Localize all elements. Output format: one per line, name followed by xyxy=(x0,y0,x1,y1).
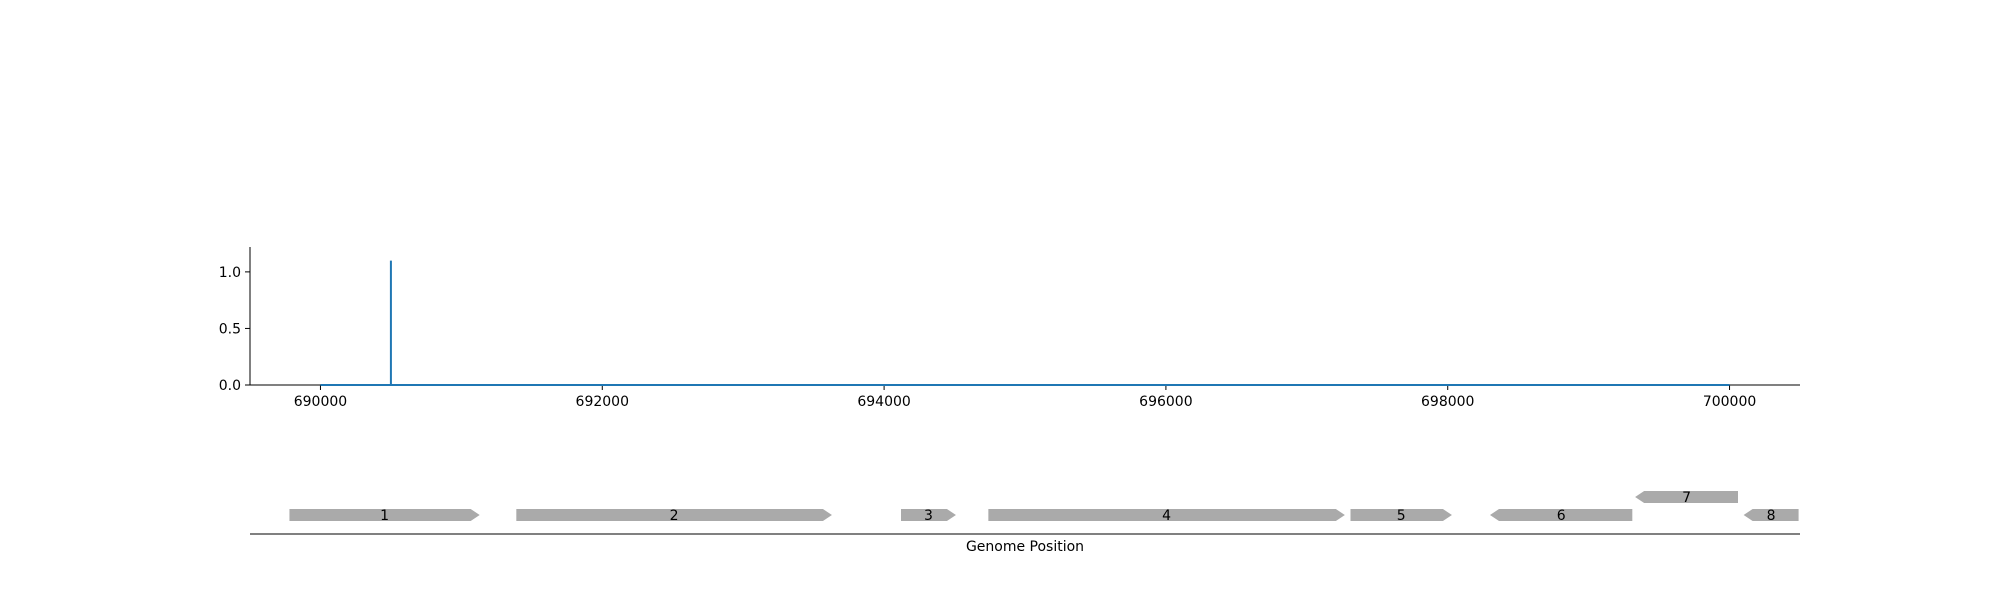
coverage-plot: 0.0 0.5 1.0 690000 692000 694000 696000 698000… xyxy=(219,247,1800,410)
gene-arrow xyxy=(1490,509,1633,521)
x-tick-label: 692000 xyxy=(576,394,629,410)
gene-label: 8 xyxy=(1767,508,1776,524)
y-tick-label: 1.0 xyxy=(219,265,241,281)
gene-track: 1 2 3 4 5 6 7 8 Genome Position xyxy=(250,490,1800,555)
x-tick-label: 694000 xyxy=(857,394,910,410)
coverage-line xyxy=(320,260,1730,386)
gene-arrow xyxy=(1350,509,1452,521)
gene-track-xlabel: Genome Position xyxy=(966,539,1084,555)
gene-arrow xyxy=(988,509,1345,521)
x-tick-label: 700000 xyxy=(1703,394,1756,410)
gene-label: 2 xyxy=(670,508,679,524)
gene-label: 5 xyxy=(1397,508,1406,524)
y-tick-label: 0.5 xyxy=(219,321,241,337)
gene-arrow xyxy=(516,509,832,521)
gene-arrow xyxy=(289,509,480,521)
gene-label: 1 xyxy=(380,508,389,524)
y-tick-label: 0.0 xyxy=(219,378,241,394)
y-ticks: 0.0 0.5 1.0 xyxy=(219,265,250,394)
gene-arrow xyxy=(901,509,956,521)
x-ticks: 690000 692000 694000 696000 698000 700000 xyxy=(294,385,1756,410)
series-layer xyxy=(320,260,1730,386)
gene-label: 7 xyxy=(1682,490,1691,506)
gene-label: 4 xyxy=(1162,508,1171,524)
x-tick-label: 696000 xyxy=(1139,394,1192,410)
gene-arrow xyxy=(1635,491,1738,503)
x-tick-label: 698000 xyxy=(1421,394,1474,410)
gene-arrow xyxy=(1743,509,1799,521)
gene-label: 3 xyxy=(924,508,933,524)
genes-layer: 1 2 3 4 5 6 7 8 xyxy=(289,490,1799,524)
gene-label: 6 xyxy=(1557,508,1566,524)
x-tick-label: 690000 xyxy=(294,394,347,410)
